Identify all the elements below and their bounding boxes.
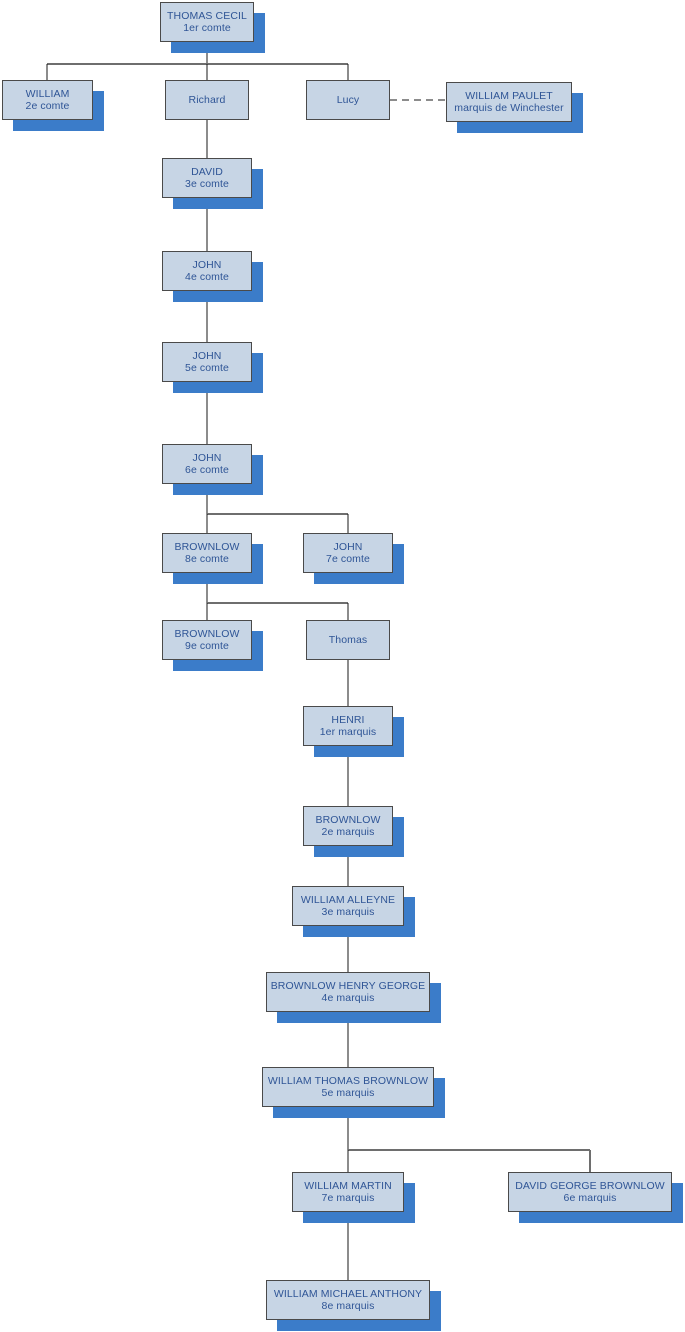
person-title: 7e marquis [321,1192,375,1204]
person-name: BROWNLOW [174,540,240,553]
person-name: JOHN [192,349,222,362]
person-name: BROWNLOW HENRY GEORGE [270,979,426,992]
person-title: 8e marquis [321,1300,375,1312]
person-title: 6e marquis [563,1192,617,1204]
person-node-thomas[interactable]: Thomas [306,620,390,660]
person-title: 3e marquis [321,906,375,918]
person-name: WILLIAM ALLEYNE [300,893,396,906]
person-title: 4e marquis [321,992,375,1004]
person-name: WILLIAM PAULET [465,89,553,102]
person-title: 8e comte [185,553,229,565]
person-name: THOMAS CECIL [167,9,247,22]
person-title: 5e marquis [321,1087,375,1099]
person-name: BROWNLOW [174,627,240,640]
person-title: 2e comte [25,100,70,112]
person-name: Thomas [328,633,368,646]
person-name: HENRI [331,713,365,726]
person-name: DAVID [191,165,223,178]
person-name: WILLIAM MICHAEL ANTHONY [273,1287,423,1300]
person-title: 7e comte [326,553,370,565]
person-name: JOHN [333,540,363,553]
person-name: WILLIAM MARTIN [304,1179,392,1192]
person-node-richard[interactable]: Richard [165,80,249,120]
person-name: Lucy [336,93,360,106]
person-node-lucy[interactable]: Lucy [306,80,390,120]
person-title: 1er comte [183,22,231,34]
person-name: WILLIAM [25,87,70,100]
person-title: 4e comte [185,271,229,283]
person-name: DAVID GEORGE BROWNLOW [515,1179,665,1192]
person-name: JOHN [192,258,222,271]
person-name: WILLIAM THOMAS BROWNLOW [267,1074,429,1087]
person-title: 9e comte [185,640,229,652]
person-title: 3e comte [185,178,229,190]
person-name: Richard [188,93,226,106]
person-title: 1er marquis [319,726,377,738]
person-title: 6e comte [185,464,229,476]
person-name: JOHN [192,451,222,464]
person-title: 5e comte [185,362,229,374]
person-name: BROWNLOW [315,813,381,826]
person-title: marquis de Winchester [454,102,564,114]
person-title: 2e marquis [321,826,375,838]
